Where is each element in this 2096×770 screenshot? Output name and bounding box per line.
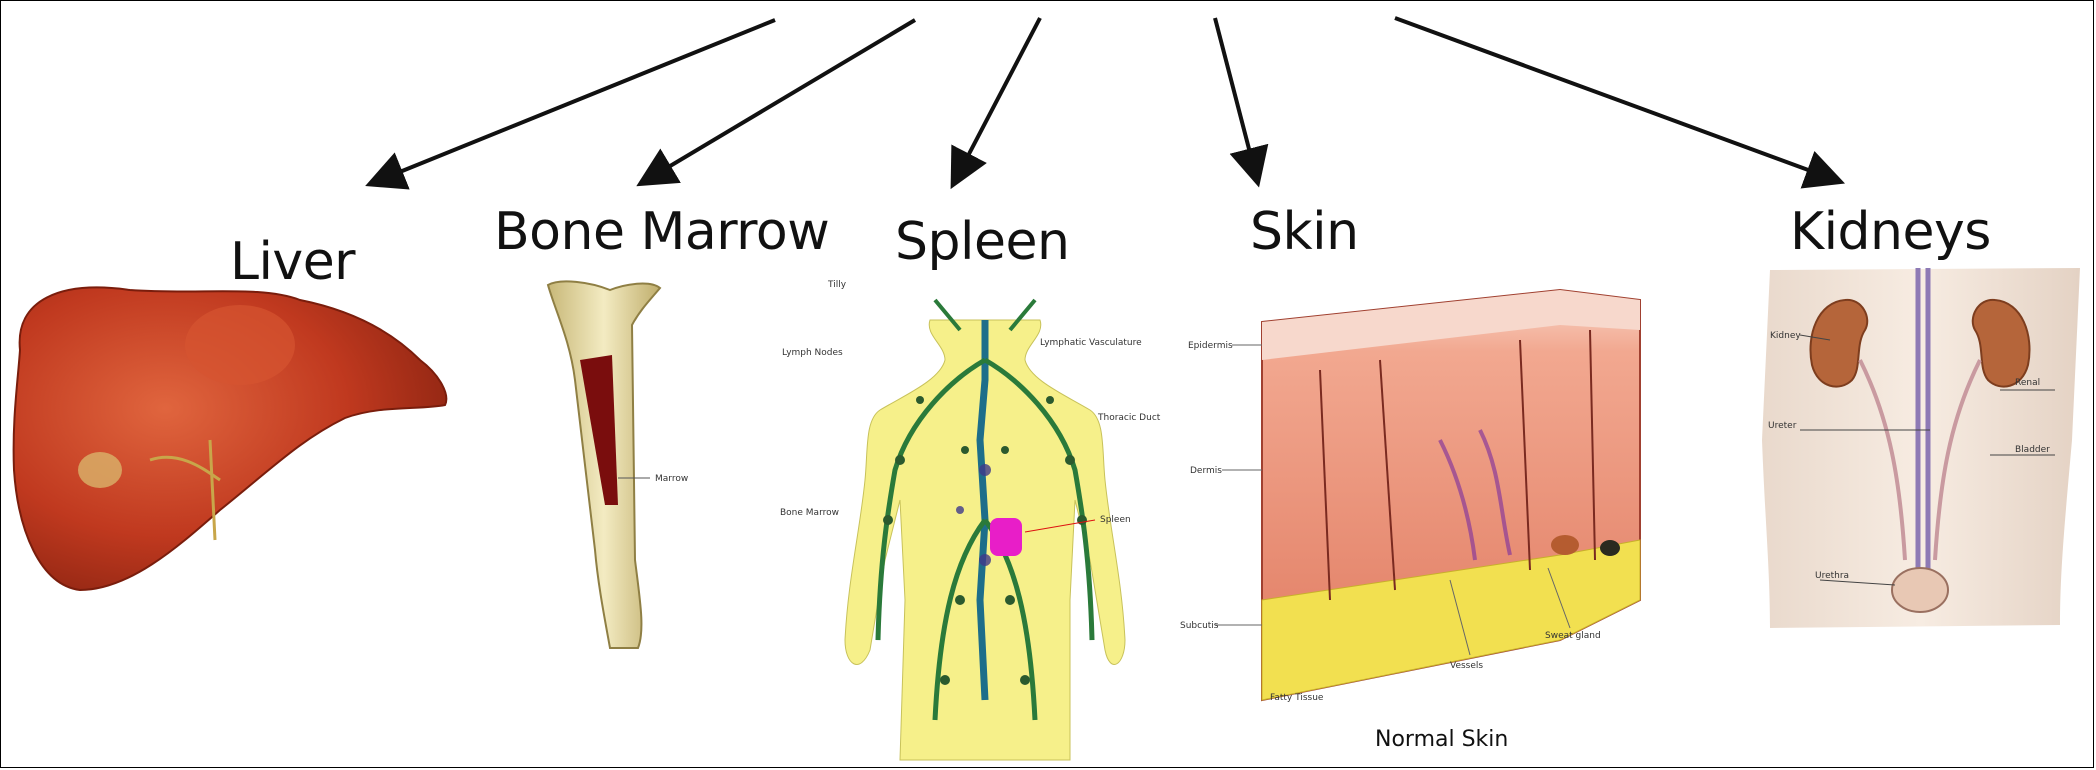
bone-marrow-callout: Marrow — [655, 474, 688, 484]
thoracic-label: Thoracic Duct — [1097, 413, 1161, 423]
lymph-system-illustration: Tilly Lymph Nodes Lymphatic Vasculature … — [780, 280, 1161, 760]
urethra-callout: Urethra — [1815, 571, 1849, 581]
liver-illustration — [14, 288, 447, 591]
fatty-label: Fatty Tissue — [1270, 693, 1324, 703]
renal-callout: Renal — [2015, 378, 2040, 388]
arrow-to-kidneys — [1395, 18, 1830, 178]
epidermis-label: Epidermis — [1188, 341, 1233, 351]
arrow-to-spleen — [958, 18, 1040, 175]
kidney-callout: Kidney — [1770, 331, 1801, 341]
organ-label-liver: Liver — [230, 232, 355, 292]
organ-label-kidneys: Kidneys — [1790, 202, 1991, 262]
arrow-to-liver — [380, 20, 775, 180]
lymphatic-label: Lymphatic Vasculature — [1040, 338, 1142, 348]
kidneys-illustration: Kidney Renal Ureter Bladder Urethra — [1762, 268, 2080, 628]
bone-illustration: Marrow — [548, 281, 688, 648]
arrow-to-skin — [1215, 18, 1255, 172]
arrow-to-bone-marrow — [650, 20, 915, 178]
organ-label-spleen: Spleen — [895, 212, 1069, 272]
subcutis-label: Subcutis — [1180, 621, 1219, 631]
lymph-bone-marrow-label: Bone Marrow — [780, 508, 839, 518]
lymph-top-label: Tilly — [827, 280, 847, 290]
lymph-nodes-label: Lymph Nodes — [782, 348, 843, 358]
bladder-callout: Bladder — [2015, 445, 2050, 455]
skin-illustration: Epidermis Dermis Subcutis Fatty Tissue V… — [1180, 290, 1640, 703]
vessels-label: Vessels — [1450, 661, 1483, 671]
dermis-label: Dermis — [1190, 466, 1222, 476]
skin-caption: Normal Skin — [1375, 727, 1508, 752]
ureter-callout: Ureter — [1768, 421, 1797, 431]
spleen-callout-label: Spleen — [1100, 515, 1131, 525]
arrows — [380, 18, 1830, 180]
organ-label-bone-marrow: Bone Marrow — [494, 202, 829, 262]
sweat-gland-label: Sweat gland — [1545, 631, 1601, 641]
organ-label-skin: Skin — [1250, 202, 1359, 262]
